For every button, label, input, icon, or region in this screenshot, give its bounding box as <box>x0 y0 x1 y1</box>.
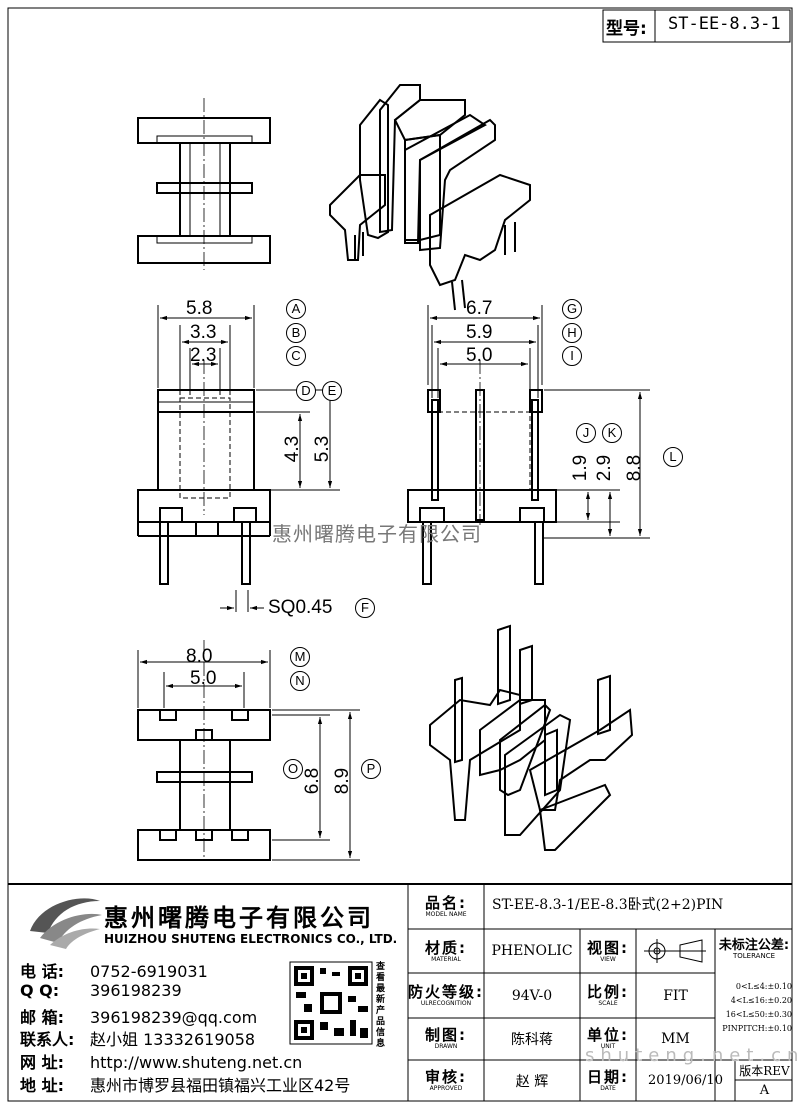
dim-h-value: 5.9 <box>466 322 493 343</box>
fire-label-cell: 防火等级: ULRECOGNITION <box>408 983 484 1008</box>
model-header-box <box>602 9 791 43</box>
model-label: 型号: <box>606 19 647 39</box>
tolerance-title: 未标注公差: <box>718 938 790 953</box>
contact-value: 赵小姐 13332619058 <box>90 1030 256 1049</box>
contact-row: 电 话: 0752-6919031 <box>20 958 208 982</box>
approved-label-cell: 审核: APPROVED <box>425 1068 467 1093</box>
contact-row: 地 址: 惠州市博罗县福田镇福兴工业区42号 <box>20 1072 350 1096</box>
dim-o-value: 6.8 <box>302 767 324 795</box>
contact-key: 联系人: <box>20 1030 75 1049</box>
rev-value: A <box>759 1083 770 1098</box>
tolerance-item: 4<L≤16:±0.20 <box>730 996 792 1005</box>
top-plan-view <box>137 98 271 270</box>
tolerance-en: TOLERANCE <box>732 952 776 960</box>
dimension-letter-j: J <box>576 423 596 443</box>
tolerance-item: 16<L≤50:±0.30 <box>725 1010 792 1019</box>
material-value: PHENOLIC <box>491 943 573 959</box>
dimension-letter-c: C <box>286 346 306 366</box>
dim-v3-value: 8.8 <box>624 454 646 482</box>
contact-row: 邮 箱: 396198239@qq.com <box>20 1004 257 1028</box>
dimension-letter-i: I <box>562 346 582 366</box>
contact-key: 电 话: <box>20 962 64 981</box>
contact-key: 地 址: <box>20 1076 64 1095</box>
date-value: 2019/06/10 <box>648 1073 723 1088</box>
dimension-letter-f: F <box>355 598 375 618</box>
model-value: ST-EE-8.3-1 <box>668 14 781 34</box>
contact-key: 邮 箱: <box>20 1008 64 1027</box>
model-name-value: ST-EE-8.3-1/EE-8.3卧式(2+2)PIN <box>492 897 724 913</box>
fire-value: 94V-0 <box>511 987 553 1004</box>
watermark-text: 惠州曙腾电子有限公司 <box>272 522 482 546</box>
dimension-letter-p: P <box>361 759 381 779</box>
scale-label-cell: 比例: SCALE <box>587 983 629 1008</box>
dimension-letter-m: M <box>290 647 310 667</box>
dim-pin-value: SQ0.45 <box>268 597 333 618</box>
dimension-letter-e: E <box>322 381 342 401</box>
contact-row: 网 址: http://www.shuteng.net.cn <box>20 1049 302 1073</box>
dimension-letter-d: D <box>296 381 316 401</box>
dim-p-value: 8.9 <box>332 767 354 795</box>
dim-v1-value: 1.9 <box>570 454 592 482</box>
dimension-letter-n: N <box>290 671 310 691</box>
material-label-cell: 材质: MATERIAL <box>425 939 467 964</box>
rev-label: 版本REV <box>739 1064 790 1078</box>
front-view-left <box>137 305 340 612</box>
dimension-letter-b: B <box>286 323 306 343</box>
dim-h2-value: 5.3 <box>312 435 334 463</box>
watermark-url: shuteng.net.cn <box>585 1045 800 1066</box>
dimension-letter-a: A <box>286 299 306 319</box>
side-view-right <box>407 305 650 585</box>
contact-key: 网 址: <box>20 1053 64 1072</box>
dim-h1-value: 4.3 <box>282 435 304 463</box>
contact-value[interactable]: http://www.shuteng.net.cn <box>90 1053 303 1072</box>
approved-value: 赵 辉 <box>515 1073 549 1090</box>
title-block-grid <box>8 883 792 1101</box>
qr-code <box>289 961 373 1045</box>
company-name-cn: 惠州曙腾电子有限公司 <box>104 904 374 932</box>
iso-view-top <box>329 84 531 311</box>
date-label-cell: 日期: DATE <box>587 1068 629 1093</box>
model-name-label-cell: 品名: MODEL NAME <box>425 894 467 919</box>
dimension-letter-g: G <box>562 299 582 319</box>
dim-g-value: 6.7 <box>466 298 493 319</box>
dimension-letter-o: O <box>283 759 303 779</box>
drawn-value: 陈科蒋 <box>511 1032 553 1048</box>
contact-value: 惠州市博罗县福田镇福兴工业区42号 <box>90 1076 351 1095</box>
contact-value: 396198239@qq.com <box>90 1008 258 1027</box>
dim-n-value: 5.0 <box>190 668 217 689</box>
unit-value: MM <box>661 1031 690 1047</box>
contact-value: 0752-6919031 <box>90 962 208 981</box>
qr-caption: 查看最新产品信息 <box>376 962 386 1049</box>
unit-label-cell: 单位: UNIT <box>587 1026 629 1051</box>
company-logo <box>30 898 102 949</box>
drawn-label-cell: 制图: DRAWN <box>425 1026 467 1051</box>
company-name-en: HUIZHOU SHUTENG ELECTRONICS CO., LTD. <box>104 932 398 946</box>
scale-value: FIT <box>663 987 688 1004</box>
dim-c-value: 2.3 <box>190 345 217 366</box>
dim-i-value: 5.0 <box>466 345 493 366</box>
dim-a-value: 5.8 <box>186 298 213 319</box>
sheet-border <box>7 7 793 1102</box>
contact-key: Q Q: <box>20 981 60 1000</box>
tolerance-item: PINPITCH:±0.10 <box>722 1024 792 1033</box>
contact-row: Q Q: 396198239 <box>20 981 182 1000</box>
contact-value: 396198239 <box>90 981 182 1000</box>
bottom-plan-view <box>137 640 360 861</box>
dimension-letter-l: L <box>663 447 683 467</box>
iso-view-bottom <box>429 624 634 851</box>
dim-m-value: 8.0 <box>186 646 213 667</box>
dimension-letter-k: K <box>602 423 622 443</box>
view-label-cell: 视图: VIEW <box>587 939 629 964</box>
dim-b-value: 3.3 <box>190 322 217 343</box>
dimension-letter-h: H <box>562 323 582 343</box>
tolerance-item: 0<L≤4:±0.10 <box>735 982 792 991</box>
dim-v2-value: 2.9 <box>594 454 616 482</box>
contact-row: 联系人: 赵小姐 13332619058 <box>20 1026 255 1050</box>
